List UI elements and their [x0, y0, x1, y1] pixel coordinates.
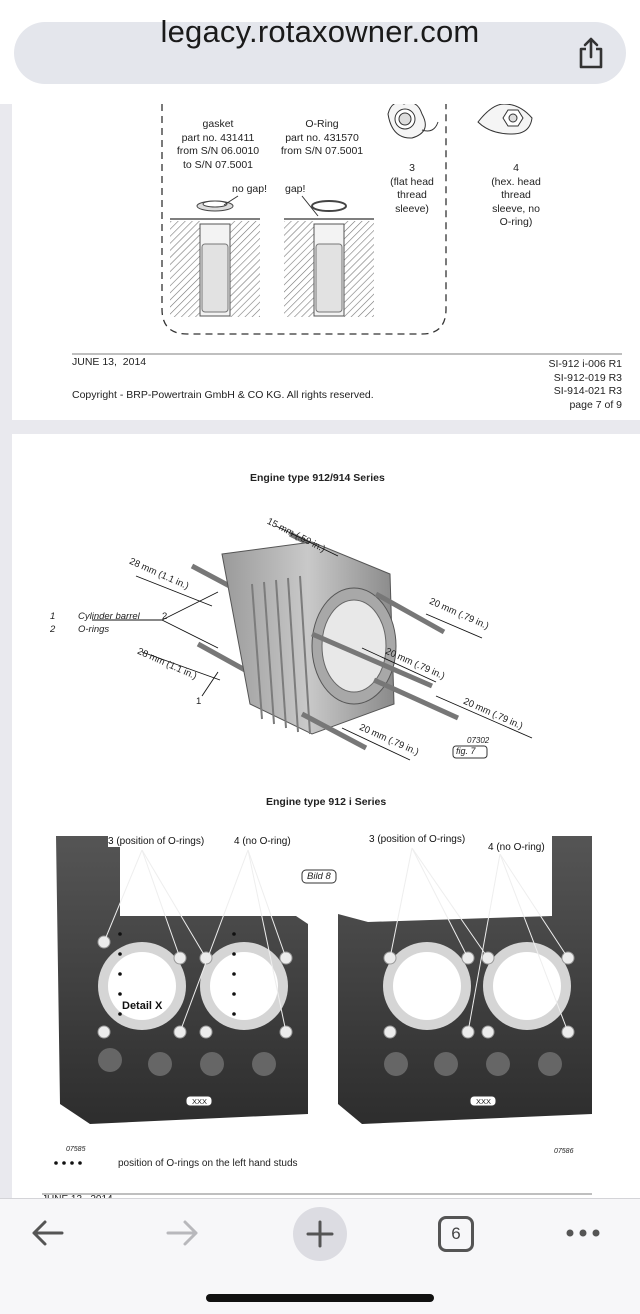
cylinder-barrel-drawing	[190, 531, 460, 751]
address-bar[interactable]	[14, 22, 626, 84]
gasket-section	[170, 195, 260, 317]
copyright: Copyright - BRP-Powertrain GmbH & CO KG.…	[72, 389, 374, 401]
home-indicator	[206, 1294, 434, 1302]
no-oring-right: 4 (no O-ring)	[488, 842, 545, 853]
crankcase-left	[56, 836, 308, 1124]
new-tab-button[interactable]	[293, 1207, 347, 1261]
footer-date: JUNE 13, 2014	[72, 356, 147, 368]
xxx-label-right: XXX	[476, 1097, 492, 1106]
pdf-page-8: Engine type 912/914 Series 15 mm (.59 in…	[12, 434, 640, 1198]
engine-912-914-title: Engine type 912/914 Series	[250, 472, 385, 484]
tab-count: 6	[451, 1224, 461, 1243]
figure-code: 07302	[467, 736, 490, 745]
back-arrow-icon[interactable]	[28, 1215, 66, 1251]
gap-label: gap!	[285, 183, 306, 195]
plus-icon	[306, 1220, 334, 1248]
figure-label: fig. 7	[456, 746, 476, 756]
engine-912i-title: Engine type 912 i Series	[266, 796, 387, 808]
tabs-button[interactable]: 6	[438, 1216, 474, 1252]
position-orings-right: 3 (position of O-rings)	[369, 834, 466, 845]
cylinder-diagrams	[42, 525, 592, 1195]
bild-8-label: Bild 8	[307, 871, 331, 882]
position-orings-left: 3 (position of O-rings)	[108, 836, 205, 847]
dots-legend: position of O-rings on the left hand stu…	[118, 1158, 298, 1169]
detail-x-label: Detail X	[122, 1000, 163, 1012]
browser-top-bar: legacy.rotaxowner.com	[0, 0, 640, 104]
no-gap-label: no gap!	[232, 183, 268, 195]
oring-section	[284, 195, 374, 317]
share-icon[interactable]	[576, 36, 606, 70]
flat-head-sleeve	[387, 104, 439, 139]
callout-1: 1	[196, 696, 202, 707]
image-code-left: 07585	[66, 1146, 86, 1153]
no-oring-left: 4 (no O-ring)	[234, 836, 291, 847]
more-menu-icon[interactable]	[564, 1225, 602, 1241]
forward-arrow-icon[interactable]	[164, 1215, 202, 1251]
fig7-badge	[452, 745, 488, 759]
image-code-right: 07586	[554, 1148, 574, 1155]
gasket-oring-diagram	[72, 104, 622, 355]
footer-date-partial: JUNE 13, 2014	[42, 1194, 113, 1198]
hex-head-sleeve	[477, 104, 533, 135]
crankcase-right	[338, 836, 592, 1124]
xxx-label-left: XXX	[192, 1097, 208, 1106]
callout-2: 2	[162, 611, 168, 622]
url-text[interactable]: legacy.rotaxowner.com	[160, 14, 480, 49]
